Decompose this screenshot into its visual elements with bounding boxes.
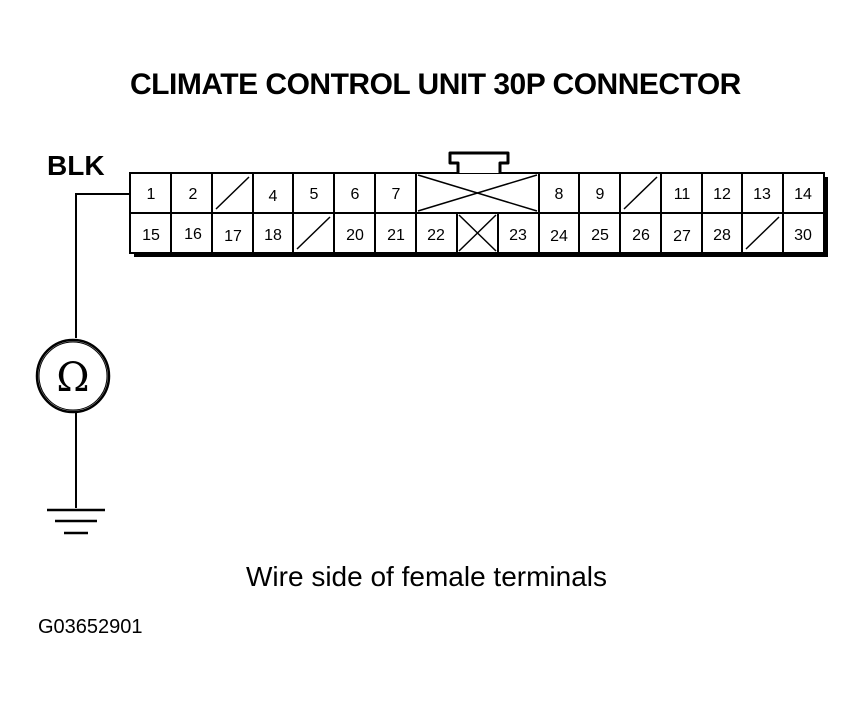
ground-icon <box>47 508 105 535</box>
terminal-30: 30 <box>794 227 812 244</box>
terminal-25: 25 <box>591 227 609 244</box>
terminal-6: 6 <box>351 186 360 203</box>
figure-id: G03652901 <box>38 616 143 638</box>
ohm-symbol: Ω <box>56 355 89 401</box>
terminal-20: 20 <box>346 227 364 244</box>
ohmmeter-icon-shadow <box>38 341 108 411</box>
view-caption: Wire side of female terminals <box>246 561 608 592</box>
ohmmeter-icon <box>35 338 111 414</box>
terminal-26: 26 <box>632 227 650 244</box>
terminal-17: 17 <box>224 228 242 245</box>
terminal-23: 23 <box>509 227 527 244</box>
terminal-22: 22 <box>427 227 445 244</box>
terminal-21: 21 <box>387 227 405 244</box>
terminal-18: 18 <box>264 227 282 244</box>
terminal-11: 11 <box>674 186 691 203</box>
connector-lock-tab <box>448 151 510 173</box>
terminal-14: 14 <box>794 186 812 203</box>
terminal-15: 15 <box>142 227 160 244</box>
terminal-4: 4 <box>269 188 278 205</box>
terminal-1: 1 <box>147 186 156 203</box>
terminal-12: 12 <box>713 186 731 203</box>
terminal-16: 16 <box>184 226 202 243</box>
unused-cavity-marks <box>215 174 780 252</box>
diagram-title: CLIMATE CONTROL UNIT 30P CONNECTOR <box>130 68 741 101</box>
terminal-7: 7 <box>392 186 401 203</box>
terminal-5: 5 <box>310 186 319 203</box>
terminal-2: 2 <box>189 186 198 203</box>
terminal-28: 28 <box>713 227 731 244</box>
terminal-13: 13 <box>753 186 771 203</box>
wire-color-label: BLK <box>47 150 105 181</box>
test-lead-wire <box>75 193 130 338</box>
terminal-9: 9 <box>596 186 605 203</box>
connector-cells <box>170 173 784 253</box>
terminal-27: 27 <box>673 228 691 245</box>
terminal-8: 8 <box>555 186 564 203</box>
terminal-24: 24 <box>550 228 568 245</box>
